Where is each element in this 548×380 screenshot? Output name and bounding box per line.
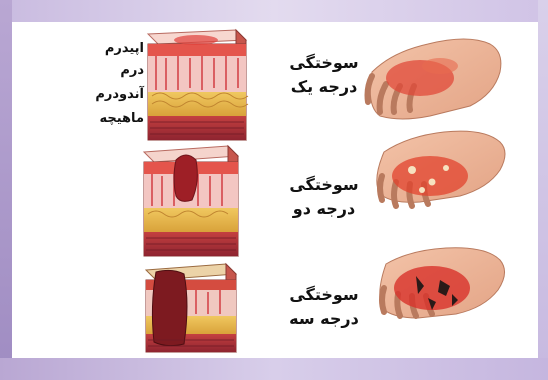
caption-second-degree-line2: درجه دو: [284, 198, 364, 220]
hand-first-degree: [368, 39, 501, 119]
caption-third-degree-line1: سوختگی: [284, 284, 364, 306]
skin-block-second-degree: [144, 146, 238, 256]
skin-block-first-degree: [148, 30, 248, 140]
label-endodermis: آندودرم: [90, 86, 144, 104]
caption-first-degree-line1: سوختگی: [284, 52, 364, 74]
caption-second-degree-line1: سوختگی: [284, 174, 364, 196]
label-muscle: ماهیچه: [90, 110, 144, 128]
label-epidermis: اپیدرم: [96, 40, 144, 58]
caption-first-degree-line2: درجه یک: [284, 76, 364, 98]
hand-second-degree: [377, 131, 505, 206]
caption-third-degree-line2: درجه سه: [284, 308, 364, 330]
skin-block-third-degree: [146, 264, 236, 352]
hand-third-degree: [380, 248, 505, 318]
label-dermis: درم: [96, 62, 144, 80]
